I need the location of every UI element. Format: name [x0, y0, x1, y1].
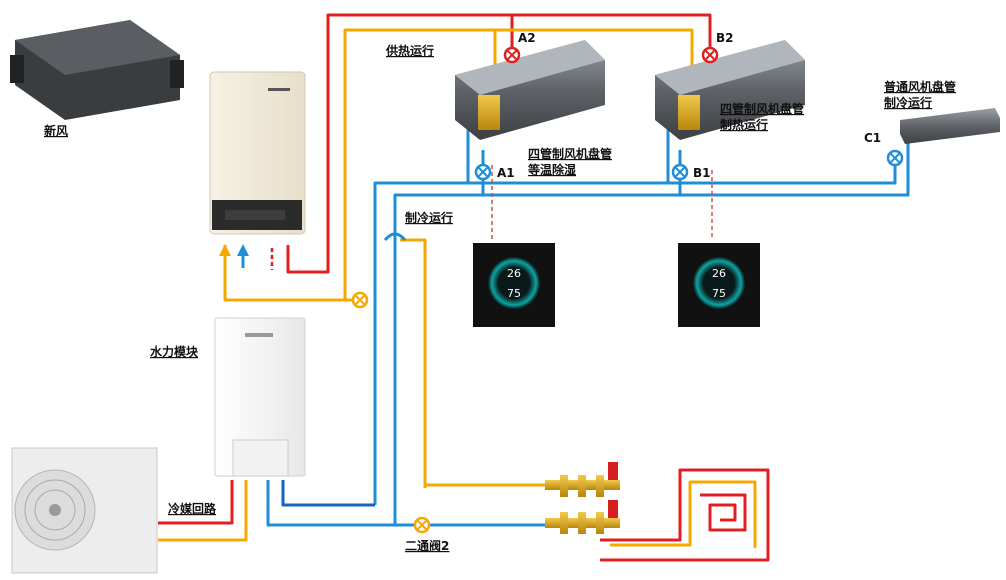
valve-a1-label: A1: [497, 166, 515, 180]
fcu-c-title-2: 制冷运行: [884, 95, 932, 110]
floor-heating-coil-red: [600, 468, 770, 562]
valves: [351, 46, 904, 534]
fcu-b-title-1: 四管制风机盘管: [720, 101, 804, 116]
thermostat-a: 26 75: [473, 243, 555, 327]
fresh-air-unit: 新风: [10, 20, 184, 138]
thermostat-a-temp: 26: [507, 267, 521, 280]
two-way-valve-label: 二通阀2: [405, 538, 449, 553]
valve-b1[interactable]: [671, 163, 689, 181]
fan-coil-unit-c: 普通风机盘管 制冷运行: [884, 79, 1000, 144]
floor-heating-manifold: [545, 462, 620, 534]
fan-coil-unit-a: 四管制风机盘管 等温除湿: [455, 40, 612, 177]
valve-b2[interactable]: [701, 46, 719, 64]
thermostat-b: 26 75: [678, 243, 760, 327]
valve-two-way-2[interactable]: [413, 516, 431, 534]
orange-arrow-icon: [219, 244, 231, 256]
valve-a1[interactable]: [474, 163, 492, 181]
thermostat-b-humidity: 75: [712, 287, 726, 300]
valve-b1-label: B1: [693, 166, 711, 180]
pipe-crossover: [383, 232, 407, 242]
cooling-run-label: 制冷运行: [405, 210, 453, 225]
thermostat-a-humidity: 75: [507, 287, 521, 300]
hydro-module-label: 水力模块: [150, 344, 199, 359]
refrigerant-pipe-red: [158, 480, 234, 525]
blue-arrow-icon: [237, 244, 249, 256]
fcu-a-title-1: 四管制风机盘管: [528, 146, 612, 161]
valve-b2-label: B2: [716, 31, 734, 45]
valve-c1[interactable]: [886, 149, 904, 167]
orange-floor-pipe: [400, 238, 545, 488]
light-blue-return-pipe: [266, 130, 910, 527]
floor-heating-coil-orange: [610, 480, 757, 548]
valve-hydro-orange[interactable]: [351, 291, 369, 309]
hydro-module: 水力模块: [150, 317, 306, 477]
heating-run-label: 供热运行: [385, 43, 434, 58]
gas-boiler: [209, 71, 306, 235]
refrigerant-pipe-orange: [158, 480, 248, 542]
fresh-air-label: 新风: [44, 123, 68, 138]
dark-blue-pipe: [281, 480, 375, 507]
floor-heating-coil-inner: [700, 493, 747, 532]
fcu-a-title-2: 等温除湿: [527, 162, 576, 177]
red-supply-pipe: [286, 13, 712, 274]
refrigerant-loop-label: 冷媒回路: [168, 501, 217, 516]
fan-coil-unit-b: 四管制风机盘管 制热运行: [655, 40, 805, 140]
fcu-b-title-2: 制热运行: [720, 117, 768, 132]
blue-return-pipe: [373, 100, 897, 505]
outdoor-unit: 冷媒回路: [11, 447, 217, 574]
valve-a2[interactable]: [503, 46, 521, 64]
valve-a2-label: A2: [518, 31, 536, 45]
valve-c1-label: C1: [864, 131, 881, 145]
thermostat-b-temp: 26: [712, 267, 726, 280]
pipes: [158, 13, 910, 562]
fcu-c-title-1: 普通风机盘管: [884, 79, 956, 94]
